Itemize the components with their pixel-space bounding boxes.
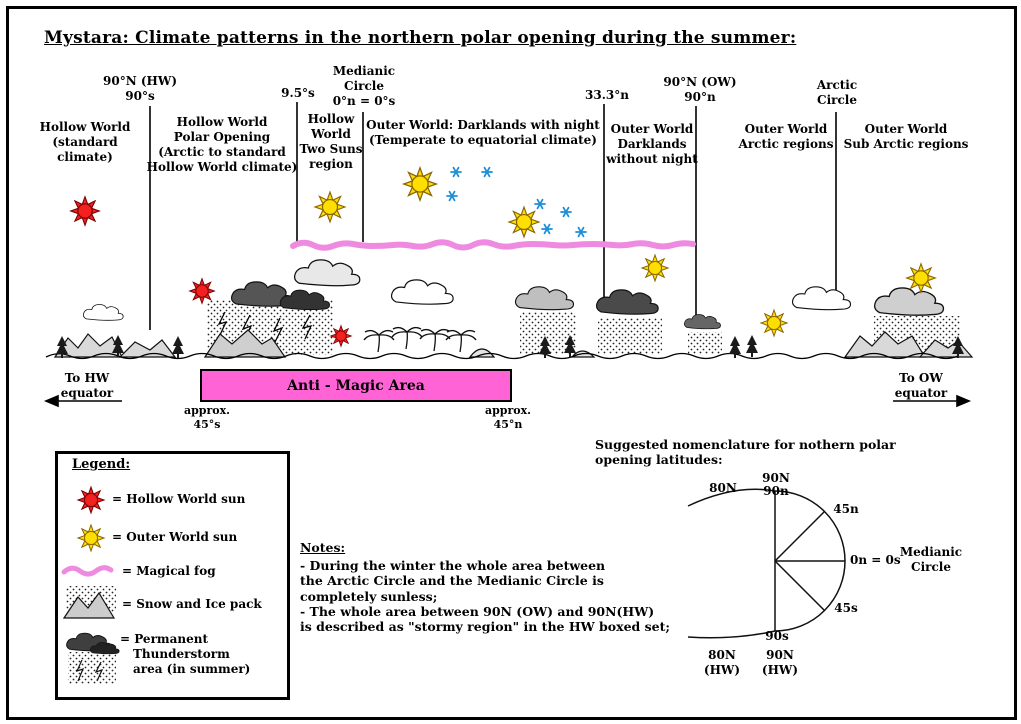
latitude-label-arctic-circle: Arctic Circle — [816, 78, 858, 107]
outer-world-sun-icon — [906, 263, 936, 293]
latitude-label-33-3n: 33.3°n — [585, 88, 629, 102]
dark-rain-cloud — [595, 289, 659, 315]
hollow-world-sun-icon — [189, 278, 215, 304]
equator-arrows — [43, 394, 972, 408]
nomenclature-45s: 45s — [834, 601, 858, 615]
anti-magic-area-label: Anti - Magic Area — [287, 377, 425, 394]
region-label-arctic-regions: Outer World Arctic regions — [738, 122, 834, 151]
outer-world-sun-icon — [760, 309, 788, 337]
legend-label-hollow-world-sun: = Hollow World sun — [112, 492, 246, 506]
nomenclature-90s: 90s — [765, 629, 789, 643]
approx-45n-label: approx. 45°n — [484, 404, 532, 431]
rain-cloud-mid — [514, 286, 575, 311]
to-ow-equator-label: To OW equator — [894, 371, 948, 400]
legend-magical-fog-icon — [61, 565, 114, 577]
region-label-polar-opening: Hollow World Polar Opening (Arctic to st… — [146, 115, 298, 174]
legend-box — [55, 451, 290, 700]
approx-45s-label: approx. 45°s — [183, 404, 231, 431]
outer-world-sun-icon — [508, 206, 540, 238]
star-icon — [541, 223, 553, 235]
legend-label-magical-fog: = Magical fog — [122, 564, 216, 578]
small-dark-cloud — [683, 314, 721, 330]
ground-line — [45, 352, 959, 360]
star-icon — [450, 166, 462, 178]
arrow-left-icon — [43, 394, 59, 408]
magical-fog-band — [290, 239, 696, 251]
nomenclature-0n-0s: 0n = 0s — [850, 553, 901, 567]
legend-snow-ice-icon — [62, 586, 116, 619]
arrow-right-icon — [956, 394, 972, 408]
star-icon — [560, 206, 572, 218]
outer-world-sun-icon — [403, 167, 437, 201]
notes-body: - During the winter the whole area betwe… — [300, 558, 671, 634]
latitude-label-9-5s: 9.5°s — [281, 86, 315, 100]
nomenclature-medianic-circle: Medianic Circle — [899, 545, 963, 574]
region-divider-lines — [149, 102, 837, 330]
hollow-world-sun-icon — [70, 196, 100, 226]
star-icon — [534, 198, 546, 210]
anti-magic-area-bar: Anti - Magic Area — [200, 369, 512, 402]
cloud-grey-upper — [293, 259, 361, 287]
suns — [70, 167, 936, 347]
star-icon — [446, 190, 458, 202]
latitude-label-90n-ow: 90°N (OW) 90°n — [663, 75, 737, 104]
nomenclature-90n-pair: 90N 90n — [762, 471, 790, 499]
page-title: Mystara: Climate patterns in the norther… — [44, 28, 797, 48]
snow-ice-mountains — [53, 329, 974, 358]
nomenclature-90n-hw: 90N (HW) — [761, 648, 799, 677]
nomenclature-45n: 45n — [833, 502, 859, 516]
legend-icons — [61, 486, 120, 684]
page-border — [6, 6, 1017, 720]
latitude-label-90n-hw: 90°N (HW) 90°s — [102, 74, 178, 103]
thunderstorm-cloud-2 — [279, 289, 330, 311]
outer-world-sun-icon — [314, 191, 346, 223]
region-label-hollow-world: Hollow World (standard climate) — [39, 120, 131, 164]
legend-label-outer-world-sun: = Outer World sun — [112, 530, 238, 544]
nomenclature-diagram — [687, 488, 846, 639]
hollow-world-sun-icon — [330, 325, 352, 347]
region-label-sub-arctic: Outer World Sub Arctic regions — [843, 122, 969, 151]
star-icon — [575, 226, 587, 238]
nomenclature-80n-hw: 80N (HW) — [703, 648, 741, 677]
notes-title: Notes: — [300, 540, 346, 555]
nomenclature-80n: 80N — [709, 481, 737, 495]
region-label-two-suns: Hollow World Two Suns region — [299, 112, 363, 171]
star-icon — [481, 166, 493, 178]
latitude-label-medianic: Medianic Circle 0°n = 0°s — [332, 64, 396, 108]
outer-world-sun-icon — [641, 254, 669, 282]
legend-label-snow-ice: = Snow and Ice pack — [122, 597, 262, 611]
to-hw-equator-label: To HW equator — [60, 371, 114, 400]
cloud-white-mid — [390, 279, 454, 305]
palm-trees — [363, 326, 477, 353]
legend-thunderstorm-icon — [66, 632, 120, 684]
cloud-small-left — [82, 304, 124, 321]
cloud-white-right — [791, 286, 852, 311]
legend-title: Legend: — [72, 457, 131, 472]
region-label-darklands-night: Outer World: Darklands with night (Tempe… — [366, 118, 600, 147]
legend-label-thunderstorm: = Permanent Thunderstorm area (in summer… — [120, 632, 251, 676]
nomenclature-title: Suggested nomenclature for nothern polar… — [595, 437, 896, 468]
snow-cloud-right — [873, 287, 945, 316]
region-label-darklands-no-night: Outer World Darklands without night — [606, 122, 698, 166]
